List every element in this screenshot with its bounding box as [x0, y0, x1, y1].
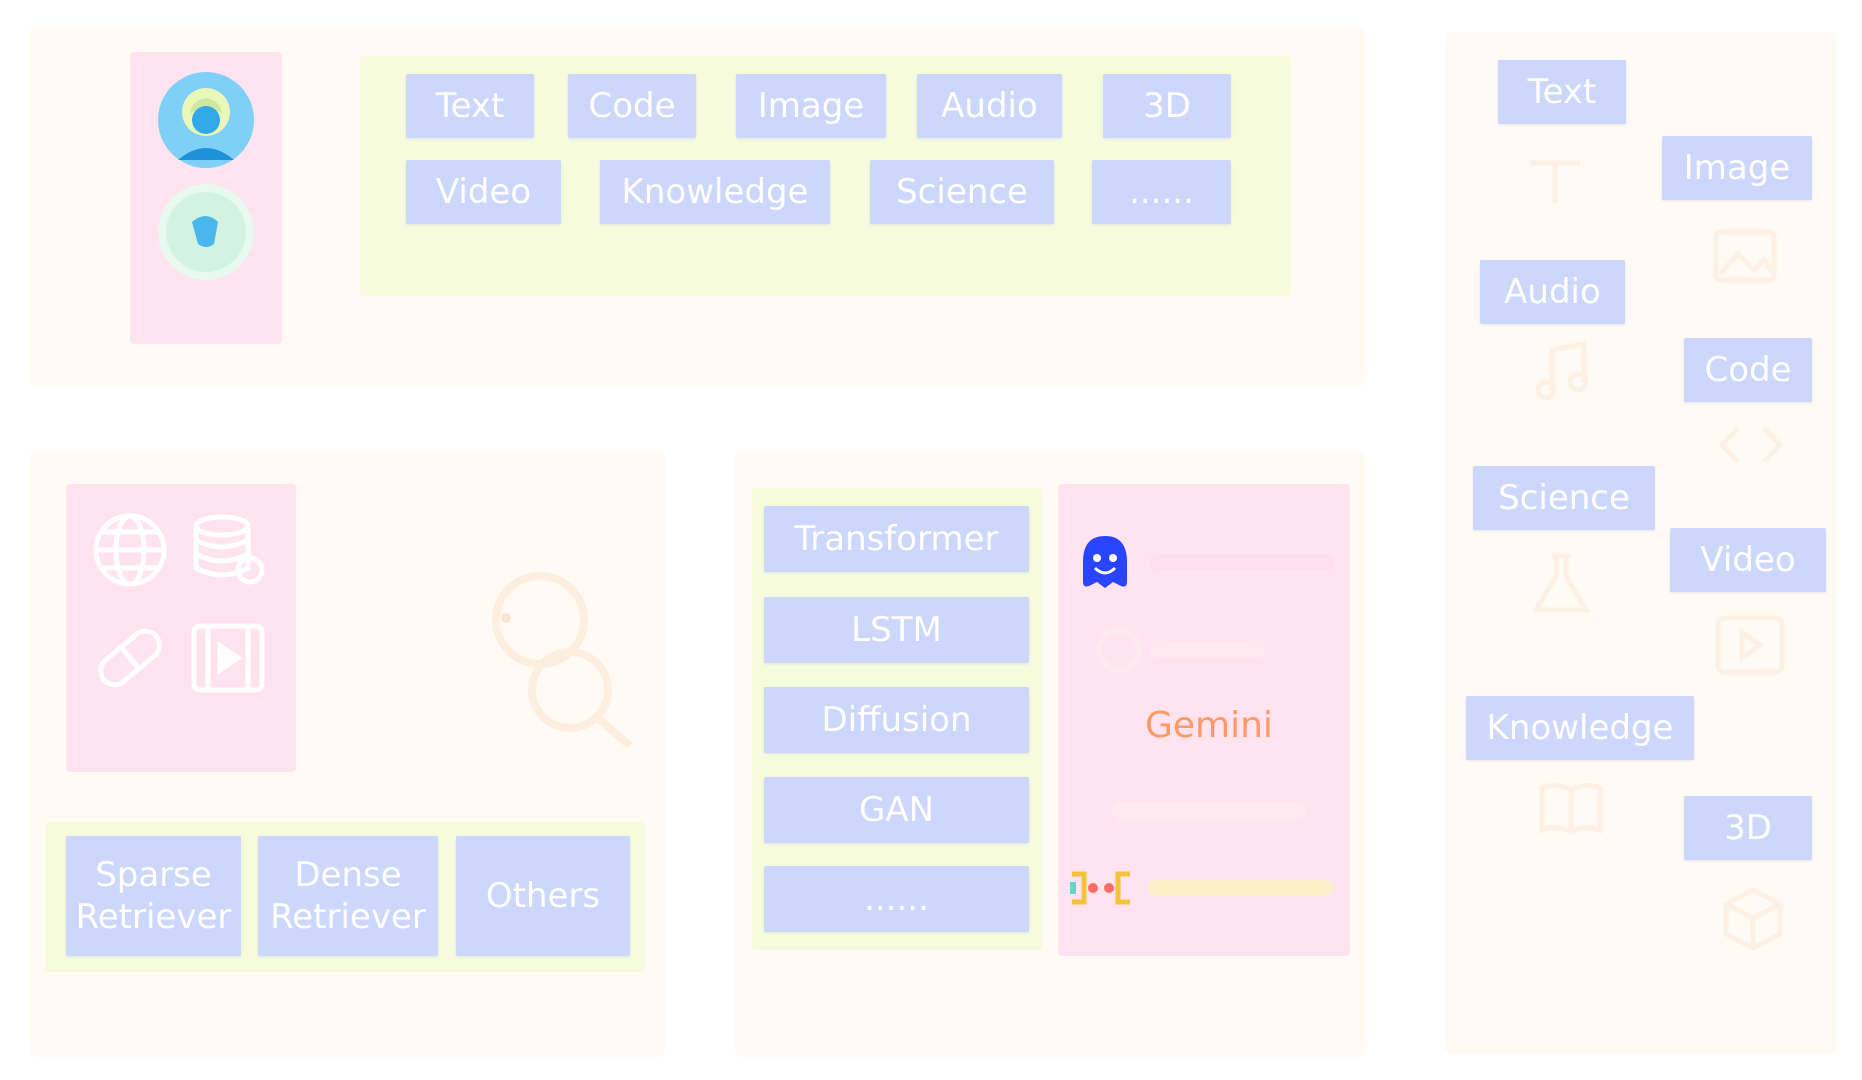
architecture-more: ......	[764, 866, 1029, 932]
right-modality-audio: Audio	[1480, 260, 1625, 324]
flask-icon	[1526, 550, 1596, 620]
right-modality-image: Image	[1662, 136, 1812, 200]
modality-tag-code: Code	[568, 74, 696, 138]
openai-wordmark	[1150, 636, 1270, 664]
retriever-dense: Dense Retriever	[258, 836, 438, 956]
modality-tag-image: Image	[736, 74, 886, 138]
cube-icon	[1718, 884, 1788, 954]
modality-tag-text: Text	[406, 74, 534, 138]
stability-logo-icon	[1112, 796, 1312, 826]
openai-logo-icon	[1094, 625, 1144, 675]
right-modality-3d: 3D	[1684, 796, 1812, 860]
retriever-others: Others	[456, 836, 630, 956]
huggingface-logo-icon	[1073, 530, 1137, 594]
architecture-lstm: LSTM	[764, 597, 1029, 663]
gemini-logo: Gemini	[1145, 704, 1273, 746]
right-modality-science: Science	[1473, 466, 1655, 530]
magnifier-icon	[470, 550, 640, 750]
modality-tag-knowledge: Knowledge	[600, 160, 830, 224]
user-avatar-icon	[156, 70, 256, 170]
retriever-sparse: Sparse Retriever	[66, 836, 241, 956]
huggingface-wordmark	[1150, 548, 1340, 576]
music-icon	[1528, 336, 1598, 406]
modality-tag-video: Video	[406, 160, 561, 224]
pill-icon	[88, 616, 172, 700]
modelscope-logo-icon	[1066, 862, 1136, 912]
image-icon	[1710, 226, 1780, 286]
modelscope-wordmark	[1148, 874, 1338, 902]
modality-tag-more: ......	[1092, 160, 1231, 224]
book-icon	[1536, 778, 1606, 838]
right-modality-knowledge: Knowledge	[1466, 696, 1694, 760]
modality-tag-audio: Audio	[917, 74, 1062, 138]
architecture-diffusion: Diffusion	[764, 687, 1029, 753]
user-avatar-icon	[156, 182, 256, 282]
modality-tag-3d: 3D	[1103, 74, 1231, 138]
film-icon	[186, 616, 270, 700]
video-icon	[1712, 612, 1788, 678]
right-modality-video: Video	[1670, 528, 1826, 592]
right-modality-text: Text	[1498, 60, 1626, 124]
architecture-transformer: Transformer	[764, 506, 1029, 572]
right-modality-code: Code	[1684, 338, 1812, 402]
modality-tag-science: Science	[870, 160, 1054, 224]
architecture-gan: GAN	[764, 777, 1029, 843]
text-icon	[1520, 148, 1590, 208]
database-icon	[186, 508, 270, 592]
code-icon	[1716, 420, 1786, 470]
globe-icon	[88, 508, 172, 592]
